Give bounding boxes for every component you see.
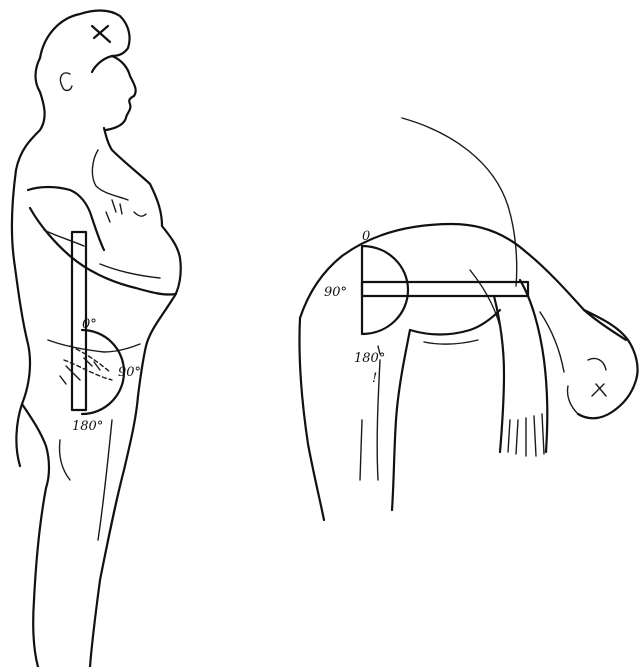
standing-figure-hip-curve: [59, 440, 70, 480]
standing-figure-thigh-line: [98, 420, 112, 540]
standing-figure-back: [12, 170, 30, 466]
standing-figure-hair: [40, 11, 130, 73]
bent-figure-front-leg: [392, 330, 410, 510]
bent-figure-underside: [410, 310, 500, 335]
motion-arc: [402, 118, 517, 286]
standing-figure-belt: [48, 340, 140, 352]
bent-figure-hand: [508, 414, 544, 456]
standing-figure-face: [106, 56, 136, 130]
bent-label-90-degrees: 90°: [324, 285, 347, 300]
standing-figure-front-leg: [90, 396, 138, 667]
standing-figure: 0° 90° 180°: [12, 11, 181, 667]
standing-figure-pec: [92, 150, 128, 200]
standing-figure-arm-detail: [44, 230, 160, 278]
bent-figure-back-leg: [299, 318, 324, 520]
standing-label-90-degrees: 90°: [118, 365, 141, 380]
bent-figure-head: [578, 310, 638, 418]
standing-figure-forearm: [30, 208, 176, 295]
standing-figure-upper-arm: [28, 187, 104, 250]
standing-label-0-degrees: 0°: [82, 317, 97, 332]
standing-figure-ear: [60, 73, 72, 91]
bent-goniometer: [362, 246, 528, 354]
standing-figure-nipple: [134, 212, 146, 216]
standing-figure-chest: [150, 184, 181, 300]
standing-label-180-degrees: 180°: [72, 419, 103, 434]
bent-figure-arm-muscles: [470, 270, 564, 372]
bent-goniometer-arm: [362, 282, 528, 296]
standing-figure-head-mark: [92, 26, 110, 42]
standing-figure-abdomen: [138, 300, 172, 396]
bent-figure-face: [567, 358, 606, 414]
standing-figure-chest-hatch: [106, 200, 122, 222]
bent-figure: 0 90° 180° !: [299, 118, 637, 520]
bent-figure-arm-front: [494, 296, 504, 452]
standing-figure-neck-back: [16, 58, 45, 170]
bent-goniometer-protractor: [362, 246, 408, 334]
standing-figure-buttock: [22, 404, 49, 667]
bent-label-180-degrees: 180°: [354, 351, 385, 366]
bent-figure-rib-lines: [424, 340, 478, 344]
bent-label-tick: !: [372, 371, 377, 386]
bent-label-0: 0: [362, 229, 370, 244]
standing-goniometer-hatch: [60, 358, 100, 384]
standing-figure-neck-front: [104, 128, 150, 184]
